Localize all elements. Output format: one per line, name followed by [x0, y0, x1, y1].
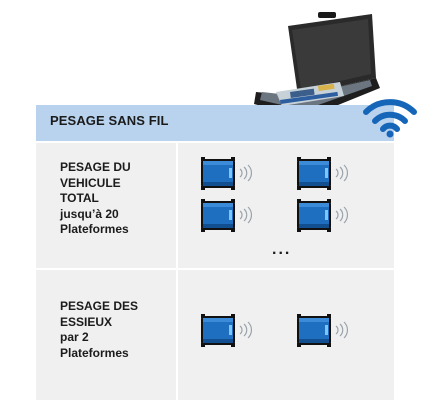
- label-line: Plateformes: [60, 345, 129, 360]
- label-line: PESAGE DES: [60, 299, 139, 313]
- label-line: TOTAL: [60, 191, 99, 205]
- wifi-icon: [363, 99, 417, 138]
- weighing-indicator-case-image: [254, 12, 380, 118]
- label-line: PESAGE DU: [60, 160, 131, 174]
- row-total-vehicle-label: PESAGE DU VEHICULE TOTAL jusqu’à 20 Plat…: [60, 160, 131, 238]
- weighing-platform-icon: [200, 198, 252, 232]
- column-divider: [176, 143, 178, 400]
- weighing-platform-icon: [200, 156, 252, 190]
- header-title: PESAGE SANS FIL: [50, 113, 169, 128]
- weighing-platform-icon: [296, 156, 348, 190]
- label-line: jusqu’à 20: [60, 206, 119, 221]
- label-line: Plateformes: [60, 222, 129, 236]
- label-line: VEHICULE: [60, 175, 121, 190]
- weighing-platform-icon: [296, 313, 348, 347]
- label-line: ESSIEUX: [60, 314, 113, 329]
- label-line: par 2: [60, 330, 89, 344]
- header-bar: [36, 105, 394, 141]
- weighing-platform-icon: [296, 198, 348, 232]
- more-platforms-ellipsis: ...: [272, 241, 292, 258]
- row-axles-label: PESAGE DES ESSIEUX par 2 Plateformes: [60, 299, 138, 361]
- weighing-platform-icon: [200, 313, 252, 347]
